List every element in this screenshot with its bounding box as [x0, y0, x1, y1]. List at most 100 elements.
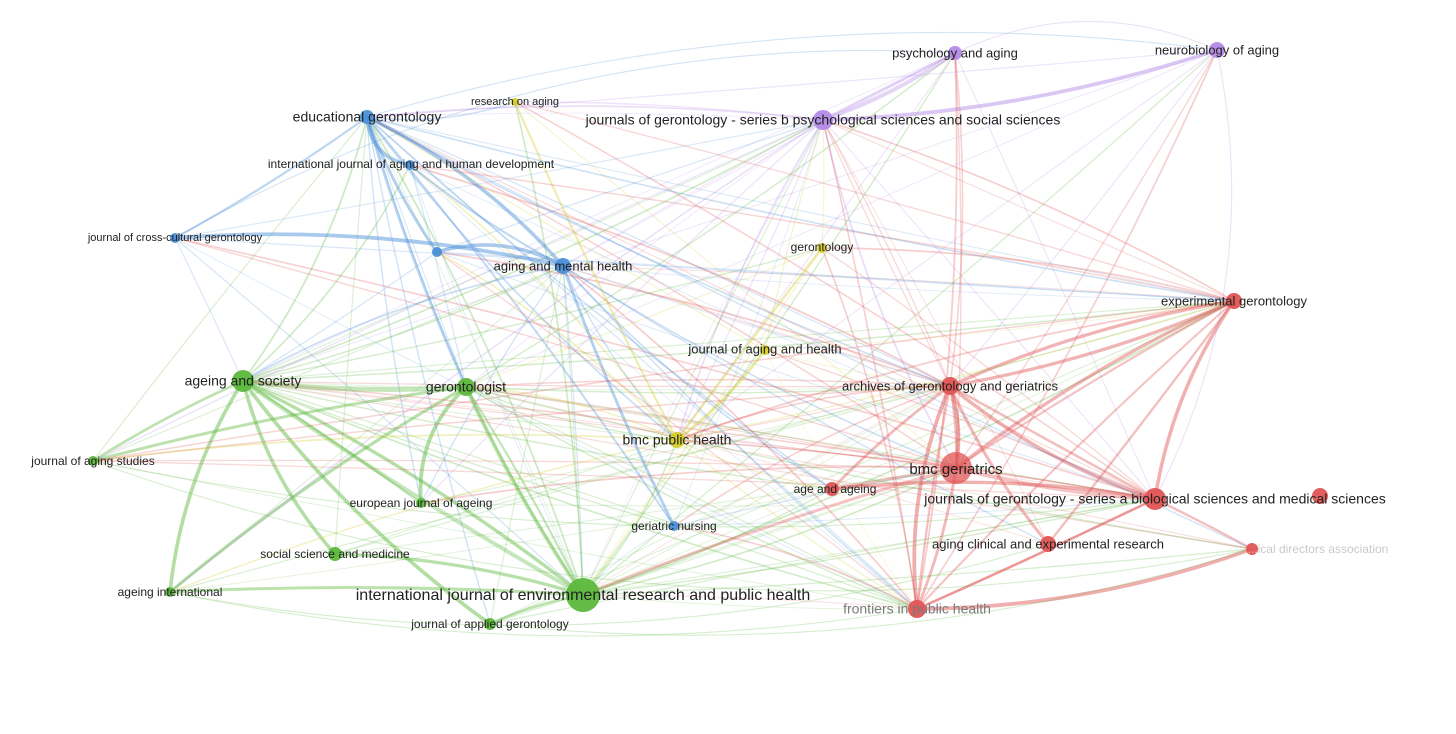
label-ij-environmental-research-public-health[interactable]: international journal of environmental r…: [356, 587, 811, 604]
node-age-and-ageing[interactable]: [825, 482, 839, 496]
node-psychology-and-aging[interactable]: [948, 46, 962, 60]
label-research-on-aging[interactable]: research on aging: [471, 96, 559, 108]
link-journals-gerontology-b--psychology-and-aging: [821, 51, 957, 122]
link-gerontologist--journal-aging-studies: [91, 385, 468, 463]
link-bmc-public-health--bmc-geriatrics: [676, 439, 957, 469]
node-ij-environmental-research-public-health[interactable]: [566, 578, 600, 612]
label-experimental-gerontology[interactable]: experimental gerontology: [1161, 293, 1307, 308]
label-journal-aging-and-health[interactable]: journal of aging and health: [687, 341, 841, 356]
label-ij-aging-human-development[interactable]: international journal of aging and human…: [268, 157, 555, 171]
node-journal-cross-cultural-gerontology[interactable]: [170, 233, 180, 243]
node-journal-aging-and-health[interactable]: [760, 345, 770, 355]
link-journals-gerontology-b--journal-aging-and-health: [764, 119, 824, 351]
link-bmc-geriatrics--european-journal-ageing: [420, 465, 957, 504]
node-bmc-public-health[interactable]: [669, 432, 685, 448]
label-ageing-and-society[interactable]: ageing and society: [185, 373, 302, 389]
link-educational-gerontology--unlabeled-blue: [365, 115, 439, 254]
link-aging-and-mental-health--aging-clinical-experimental-research: [562, 265, 1049, 545]
link-psychology-and-aging--neurobiology-of-aging: [954, 20, 1218, 54]
label-journal-aging-studies[interactable]: journal of aging studies: [30, 454, 154, 468]
link-journals-gerontology-b--ij-environmental-research-public-health: [582, 119, 824, 596]
label-bmc-public-health[interactable]: bmc public health: [623, 432, 732, 448]
node-research-on-aging[interactable]: [511, 98, 519, 106]
label-journal-cross-cultural-gerontology[interactable]: journal of cross-cultural gerontology: [87, 232, 263, 244]
label-aging-clinical-experimental-research[interactable]: aging clinical and experimental research: [932, 536, 1164, 551]
link-frontiers-public-health--ageing-and-society: [242, 380, 918, 610]
link-bmc-public-health--social-science-medicine: [334, 439, 678, 555]
link-journals-gerontology-a--unlabeled-blue: [436, 251, 1156, 500]
label-european-journal-ageing[interactable]: european journal of ageing: [350, 496, 493, 510]
node-educational-gerontology[interactable]: [360, 110, 374, 124]
link-educational-gerontology--journals-gerontology-a: [366, 116, 1156, 500]
node-bmc-geriatrics[interactable]: [940, 452, 972, 484]
label-gerontologist[interactable]: gerontologist: [426, 379, 506, 395]
link-journals-gerontology-a--journal-cross-cultural-gerontology: [174, 237, 1156, 500]
node-medical-directors-association[interactable]: [1246, 543, 1258, 555]
link-journals-gerontology-b--journal-cross-cultural-gerontology: [174, 119, 824, 239]
node-ageing-and-society[interactable]: [232, 370, 254, 392]
label-archives-gerontology-geriatrics[interactable]: archives of gerontology and geriatrics: [842, 378, 1059, 393]
link-archives-gerontology-geriatrics--ij-environmental-research-public-health: [582, 385, 951, 596]
link-ageing-and-society--experimental-gerontology: [242, 300, 1235, 382]
label-journal-applied-gerontology[interactable]: journal of applied gerontology: [410, 617, 568, 631]
label-medical-directors-association[interactable]: ...ical directors association: [1248, 542, 1389, 556]
link-bmc-public-health--psychology-and-aging: [676, 52, 956, 441]
link-ij-environmental-research-public-health--experimental-gerontology: [582, 300, 1235, 596]
link-bmc-geriatrics--ij-environmental-research-public-health: [582, 467, 957, 596]
node-journal-aging-studies[interactable]: [88, 456, 98, 466]
label-ageing-international[interactable]: ageing international: [118, 585, 223, 599]
node-social-science-medicine[interactable]: [328, 547, 342, 561]
label-bmc-geriatrics[interactable]: bmc geriatrics: [909, 461, 1002, 478]
node-gerontologist[interactable]: [457, 378, 475, 396]
node-ij-aging-human-development[interactable]: [405, 160, 415, 170]
link-journals-gerontology-a--ij-aging-human-development: [409, 164, 1156, 500]
link-bmc-geriatrics--educational-gerontology: [366, 116, 957, 469]
link-ij-environmental-research-public-health--social-science-medicine: [333, 552, 585, 597]
node-journals-gerontology-b[interactable]: [813, 110, 833, 130]
node-geriatric-nursing[interactable]: [669, 521, 679, 531]
label-journals-gerontology-a[interactable]: journals of gerontology - series a biolo…: [923, 491, 1385, 507]
link-ageing-international--frontiers-public-health: [169, 591, 918, 637]
link-journals-gerontology-a--journal-aging-and-health: [764, 349, 1156, 500]
link-journals-gerontology-a--european-journal-ageing: [420, 498, 1156, 507]
node-ageing-international[interactable]: [165, 587, 175, 597]
link-ageing-and-society--journal-applied-gerontology: [241, 379, 492, 626]
node-experimental-gerontology[interactable]: [1226, 293, 1242, 309]
node-aging-clinical-experimental-research[interactable]: [1040, 536, 1056, 552]
label-geriatric-nursing[interactable]: geriatric nursing: [631, 519, 716, 533]
link-gerontologist--ij-environmental-research-public-health: [464, 385, 585, 597]
label-frontiers-public-health[interactable]: frontiers in public health: [843, 601, 991, 617]
node-unlabeled-blue[interactable]: [432, 247, 442, 257]
link-educational-gerontology--journal-aging-studies: [92, 116, 368, 462]
link-educational-gerontology--social-science-medicine: [334, 116, 368, 555]
label-psychology-and-aging[interactable]: psychology and aging: [892, 45, 1018, 60]
node-journals-gerontology-a-secondary[interactable]: [1312, 488, 1328, 504]
link-archives-gerontology-geriatrics--journals-gerontology-b: [822, 119, 951, 387]
label-gerontology[interactable]: gerontology: [791, 240, 854, 254]
link-ageing-and-society--social-science-medicine: [241, 379, 337, 556]
link-journal-aging-studies--journals-gerontology-a: [92, 460, 1156, 528]
label-educational-gerontology[interactable]: educational gerontology: [293, 109, 442, 125]
link-journals-gerontology-b--frontiers-public-health: [822, 119, 918, 610]
node-gerontology[interactable]: [817, 243, 827, 253]
node-journal-applied-gerontology[interactable]: [484, 618, 496, 630]
link-ij-environmental-research-public-health--neurobiology-of-aging: [582, 49, 1218, 596]
link-educational-gerontology--bmc-public-health: [366, 116, 678, 441]
node-frontiers-public-health[interactable]: [908, 600, 926, 618]
label-journals-gerontology-b[interactable]: journals of gerontology - series b psych…: [585, 112, 1061, 128]
link-gerontologist--ij-environmental-research-public-health: [464, 385, 585, 597]
node-european-journal-ageing[interactable]: [416, 498, 426, 508]
link-bmc-public-health--research-on-aging: [513, 100, 679, 442]
link-archives-gerontology-geriatrics--journal-aging-studies: [92, 385, 951, 462]
node-aging-and-mental-health[interactable]: [555, 258, 571, 274]
label-age-and-ageing[interactable]: age and ageing: [794, 482, 877, 496]
label-neurobiology-of-aging[interactable]: neurobiology of aging: [1155, 42, 1279, 57]
node-journals-gerontology-a[interactable]: [1144, 488, 1166, 510]
link-bmc-geriatrics--neurobiology-of-aging: [955, 49, 1218, 469]
node-neurobiology-of-aging[interactable]: [1209, 42, 1225, 58]
link-experimental-gerontology--journals-gerontology-a: [1153, 299, 1236, 501]
node-archives-gerontology-geriatrics[interactable]: [941, 377, 959, 395]
label-social-science-medicine[interactable]: social science and medicine: [260, 547, 410, 561]
label-aging-and-mental-health[interactable]: aging and mental health: [494, 258, 633, 273]
link-educational-gerontology--gerontologist: [365, 115, 468, 389]
